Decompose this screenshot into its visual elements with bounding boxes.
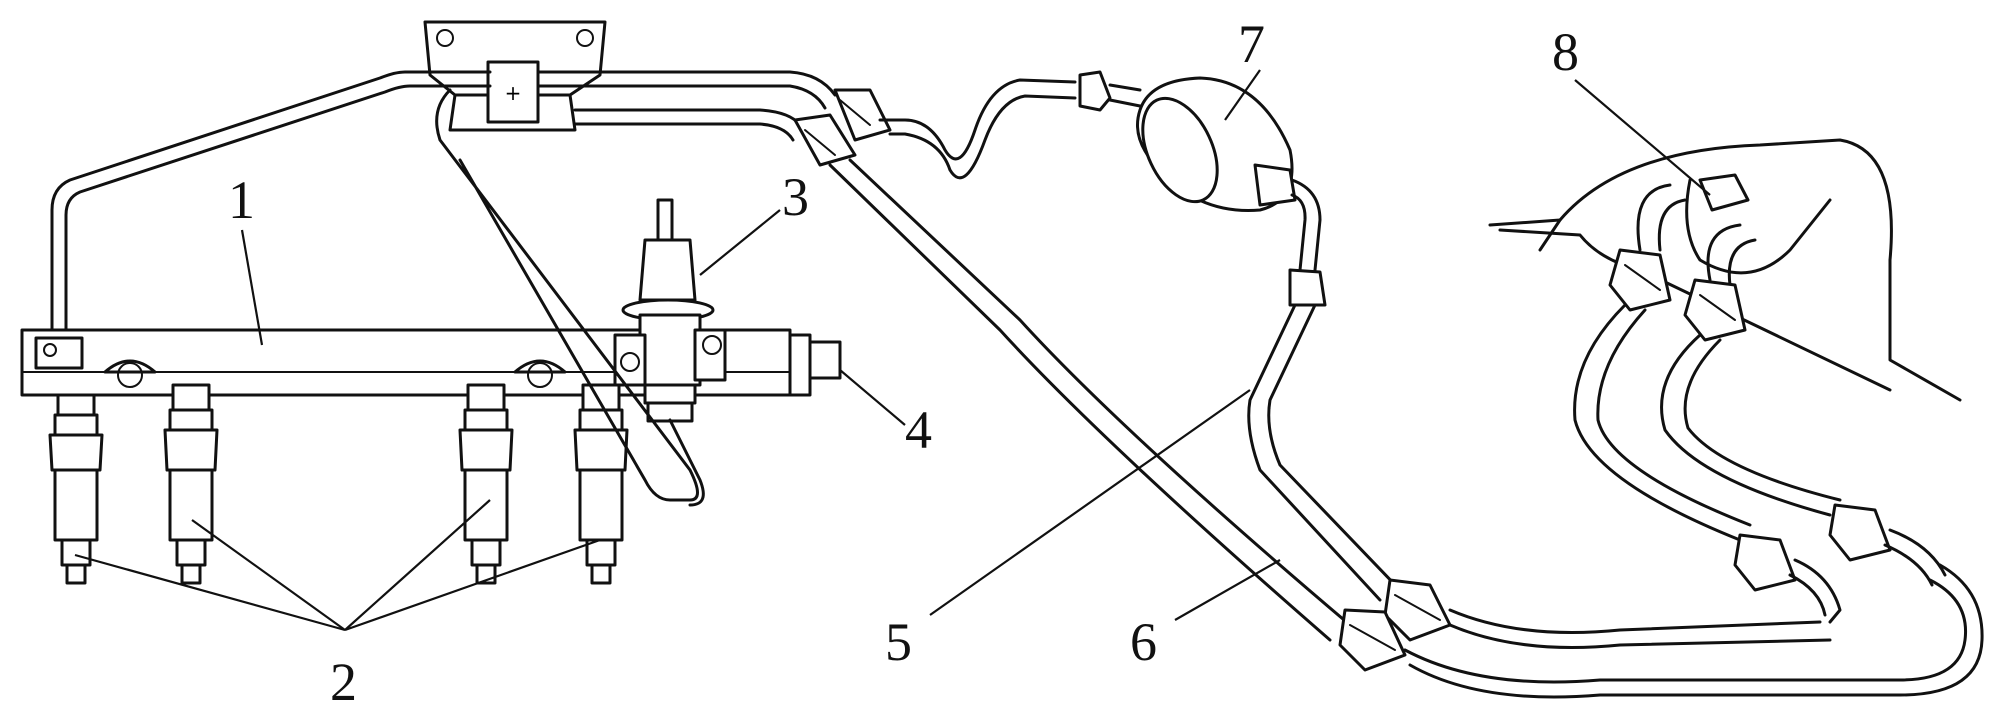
rail-supply-tube xyxy=(50,70,492,347)
svg-text:+: + xyxy=(505,81,522,105)
label-tank-unit: 8 xyxy=(1552,22,1579,82)
tank-unit xyxy=(1488,138,1962,624)
label-fuel-filter: 7 xyxy=(1238,14,1265,74)
label-rail-end: 4 xyxy=(905,400,932,460)
return-line xyxy=(828,158,1352,642)
mounting-bracket: + xyxy=(423,20,607,132)
label-feed-line: 5 xyxy=(885,612,912,672)
injector-4 xyxy=(573,383,629,585)
label-fuel-rail: 1 xyxy=(228,170,255,230)
filter-inlet-line xyxy=(878,70,1142,180)
label-return-line: 6 xyxy=(1130,612,1157,672)
feed-line xyxy=(1247,268,1402,602)
injector-3 xyxy=(458,383,514,585)
lines-to-tank xyxy=(1403,563,1984,699)
injector-1 xyxy=(48,393,104,585)
coupling-lower xyxy=(1338,578,1452,672)
leader-lines xyxy=(74,69,1711,632)
injector-2 xyxy=(163,383,219,585)
label-injectors: 2 xyxy=(330,652,357,712)
label-pressure-regulator: 3 xyxy=(782,167,809,227)
regulator-return-loop xyxy=(435,88,705,507)
coupling-upper xyxy=(793,88,892,167)
pressure-regulator xyxy=(613,198,727,423)
fuel-filter xyxy=(1136,76,1322,272)
